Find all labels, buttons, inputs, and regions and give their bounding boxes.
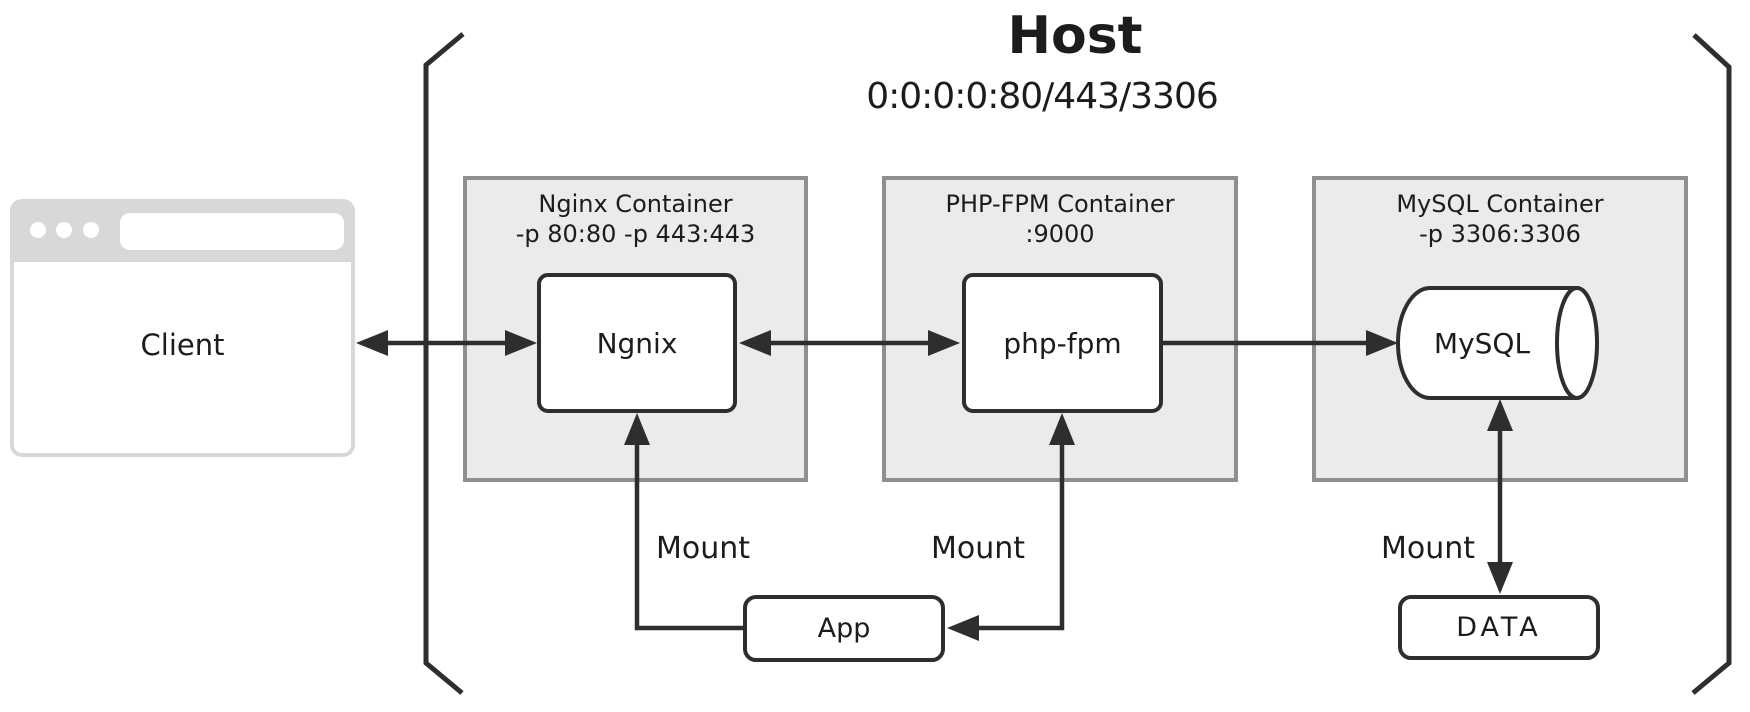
mount-path-php-app xyxy=(947,413,1075,641)
node-nginx: Ngnix xyxy=(537,273,737,413)
arrowhead-left-icon xyxy=(947,615,979,641)
container-php-title: PHP-FPM Container :9000 xyxy=(886,189,1234,249)
container-nginx: Nginx Container -p 80:80 -p 443:443 xyxy=(463,176,808,482)
arrowhead-left-icon xyxy=(739,330,771,356)
arrow-client-nginx xyxy=(356,330,537,356)
browser-address-bar xyxy=(120,213,344,250)
mount-label-php: Mount xyxy=(930,531,1026,566)
mount-label-nginx: Mount xyxy=(655,531,751,566)
node-app: App xyxy=(743,595,945,662)
container-nginx-title: Nginx Container -p 80:80 -p 443:443 xyxy=(467,189,804,249)
arrowhead-down-icon xyxy=(1487,562,1513,594)
mount-line xyxy=(634,440,743,631)
client-browser-window: Client xyxy=(10,199,355,457)
browser-titlebar xyxy=(14,203,351,262)
cylinder-body xyxy=(1396,286,1579,400)
client-label: Client xyxy=(140,328,225,362)
host-address: 0:0:0:0:80/443/3306 xyxy=(866,76,1219,117)
mount-line xyxy=(973,440,1065,631)
database-cylinder-icon xyxy=(1396,286,1599,400)
arrowhead-right-icon xyxy=(505,330,537,356)
node-label: MySQL xyxy=(1433,326,1531,360)
arrowhead-right-icon xyxy=(928,330,960,356)
host-bracket-right xyxy=(1691,33,1732,695)
node-label: App xyxy=(817,613,871,644)
arrow-php-mysql xyxy=(1163,330,1398,356)
window-dot-icon xyxy=(83,222,99,238)
host-bracket-left xyxy=(423,32,465,695)
container-ports-text: -p 80:80 -p 443:443 xyxy=(515,220,756,248)
arrowhead-up-icon xyxy=(1049,413,1075,445)
mount-label-mysql: Mount xyxy=(1380,531,1476,566)
container-title-text: MySQL Container xyxy=(1396,190,1604,218)
container-title-text: Nginx Container xyxy=(538,190,733,218)
mount-path-app-nginx xyxy=(624,413,743,631)
arrowhead-left-icon xyxy=(356,330,388,356)
node-label: php-fpm xyxy=(1003,326,1122,360)
arrow-nginx-php xyxy=(739,330,960,356)
node-php-fpm: php-fpm xyxy=(962,273,1163,413)
node-data: DATA xyxy=(1398,595,1600,660)
host-title: Host xyxy=(1007,6,1143,66)
container-title-text: PHP-FPM Container xyxy=(945,190,1175,218)
arrowhead-up-icon xyxy=(1487,399,1513,431)
window-dot-icon xyxy=(56,222,72,238)
container-ports-text: -p 3306:3306 xyxy=(1419,220,1581,248)
cylinder-rim xyxy=(1555,286,1599,400)
arrowhead-right-icon xyxy=(1366,330,1398,356)
node-mysql-label: MySQL xyxy=(1402,288,1562,398)
mount-path-mysql-data xyxy=(1487,399,1513,594)
window-dot-icon xyxy=(30,222,46,238)
node-label: DATA xyxy=(1456,612,1542,643)
node-label: Ngnix xyxy=(596,326,678,360)
container-mysql-title: MySQL Container -p 3306:3306 xyxy=(1316,189,1684,249)
container-ports-text: :9000 xyxy=(1025,220,1095,248)
arrowhead-up-icon xyxy=(624,413,650,445)
